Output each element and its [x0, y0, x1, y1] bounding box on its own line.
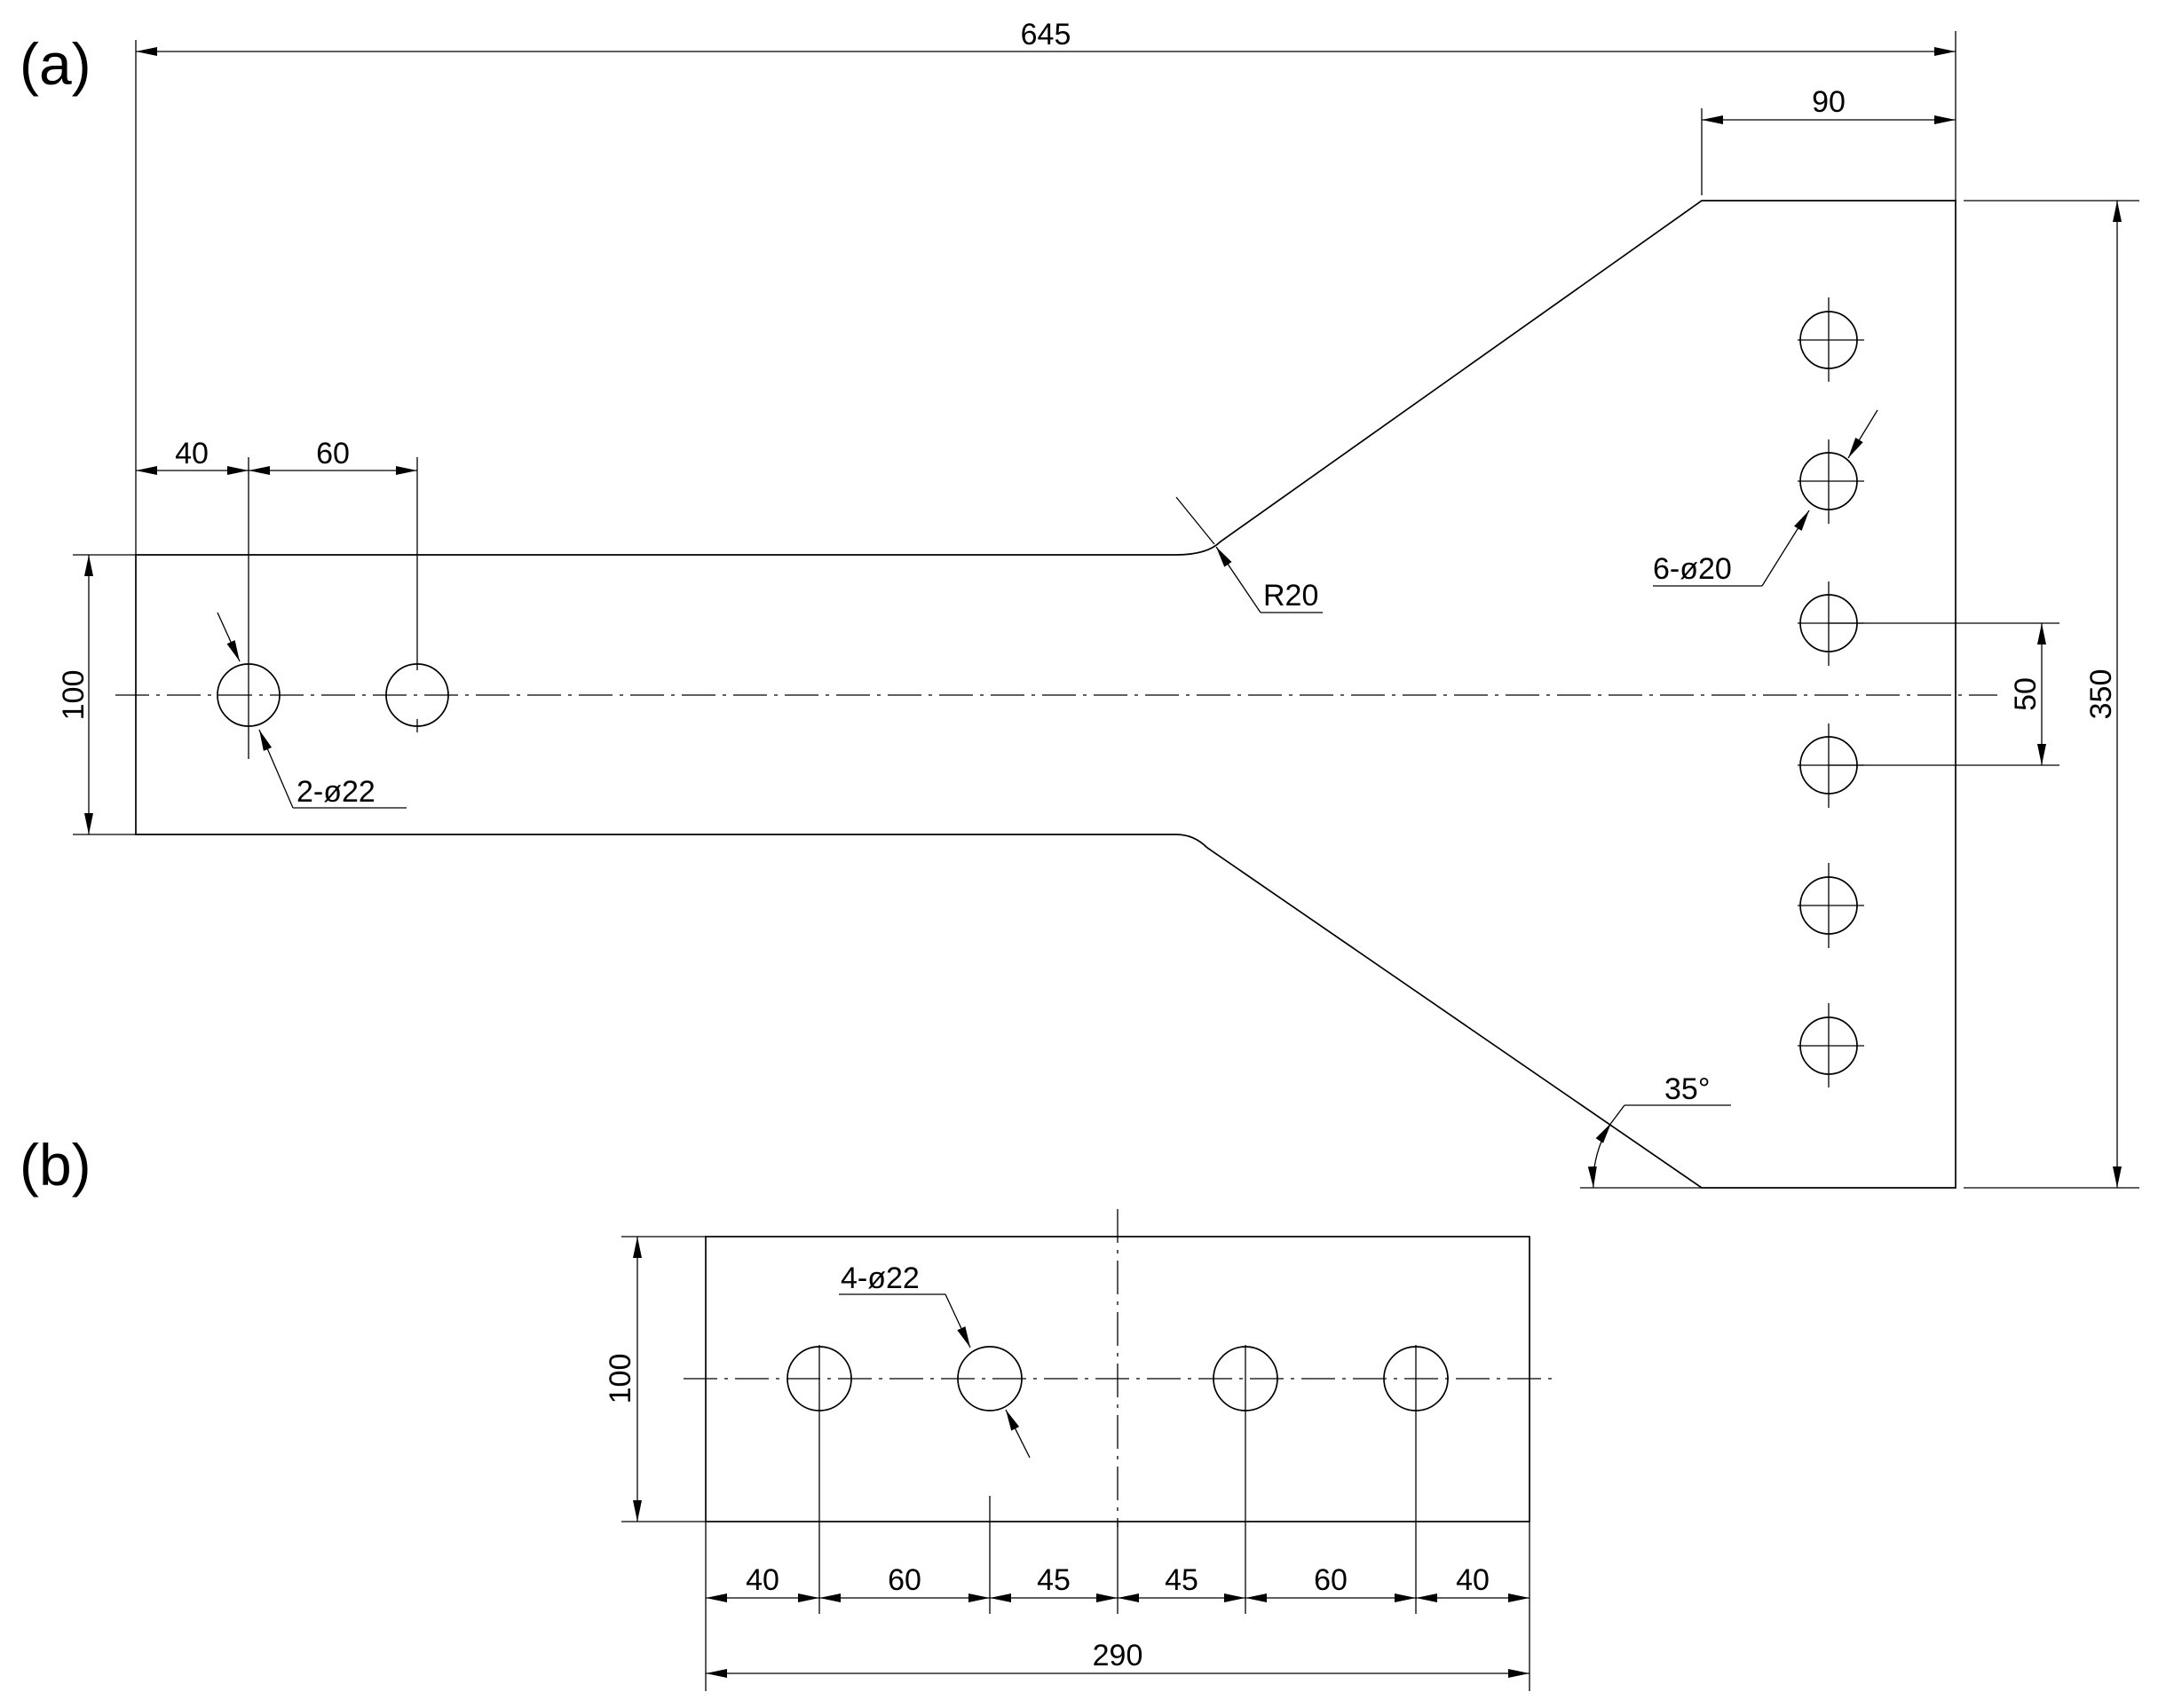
leader-6d20: 6-ø20	[1653, 409, 1878, 587]
dim-chain-b: 40 60 45 45 60 40	[706, 1563, 1530, 1602]
dim-350: 350	[1964, 200, 2139, 1189]
dim-angle-35: 35°	[1580, 1072, 1731, 1189]
dim-60-text: 60	[316, 437, 350, 470]
dim-40-60: 40 60	[136, 437, 417, 475]
dim-100-a: 100	[57, 554, 136, 835]
dim-b1-text: 40	[746, 1563, 779, 1597]
dim-90-text: 90	[1812, 85, 1846, 119]
hole-c2	[957, 1346, 1023, 1411]
part-a-outline	[135, 200, 1956, 1189]
label-b: (b)	[20, 1132, 91, 1198]
dim-50-text: 50	[2009, 677, 2043, 711]
dim-350-text: 350	[2084, 669, 2118, 720]
dim-90: 90	[1701, 85, 1956, 195]
leader-4d22: 4-ø22	[839, 1261, 1031, 1459]
dim-290-text: 290	[1093, 1639, 1143, 1672]
dim-b3-text: 45	[1037, 1563, 1071, 1597]
dim-100-b: 100	[604, 1236, 706, 1522]
dim-b4-text: 45	[1165, 1563, 1198, 1597]
r20-text: R20	[1263, 579, 1318, 613]
6d20-text: 6-ø20	[1653, 552, 1732, 586]
leader-r20: R20	[1175, 496, 1323, 613]
dim-100b-text: 100	[604, 1354, 637, 1404]
holes-large	[1798, 297, 1864, 1087]
dim-b5-text: 60	[1314, 1563, 1348, 1597]
label-a: (a)	[20, 31, 91, 97]
dim-40-text: 40	[175, 437, 209, 470]
dim-50: 50	[1829, 622, 2059, 766]
2d22-text: 2-ø22	[296, 775, 375, 809]
part-a: 645 90 40 60 100 R20	[57, 18, 2139, 1189]
dim-b6-text: 40	[1456, 1563, 1490, 1597]
dim-645-text: 645	[1021, 18, 1071, 51]
dim-645: 645	[135, 18, 1956, 555]
leader-2d22: 2-ø22	[217, 612, 407, 809]
angle-text: 35°	[1664, 1072, 1710, 1106]
dim-100a-text: 100	[57, 670, 91, 721]
holes-small	[217, 457, 449, 759]
dim-290: 290	[706, 1639, 1530, 1678]
dim-b2-text: 60	[888, 1563, 921, 1597]
4d22-text: 4-ø22	[841, 1261, 920, 1295]
part-b: 100 4-ø22 40 60 45 45 60 40 290	[604, 1209, 1555, 1691]
